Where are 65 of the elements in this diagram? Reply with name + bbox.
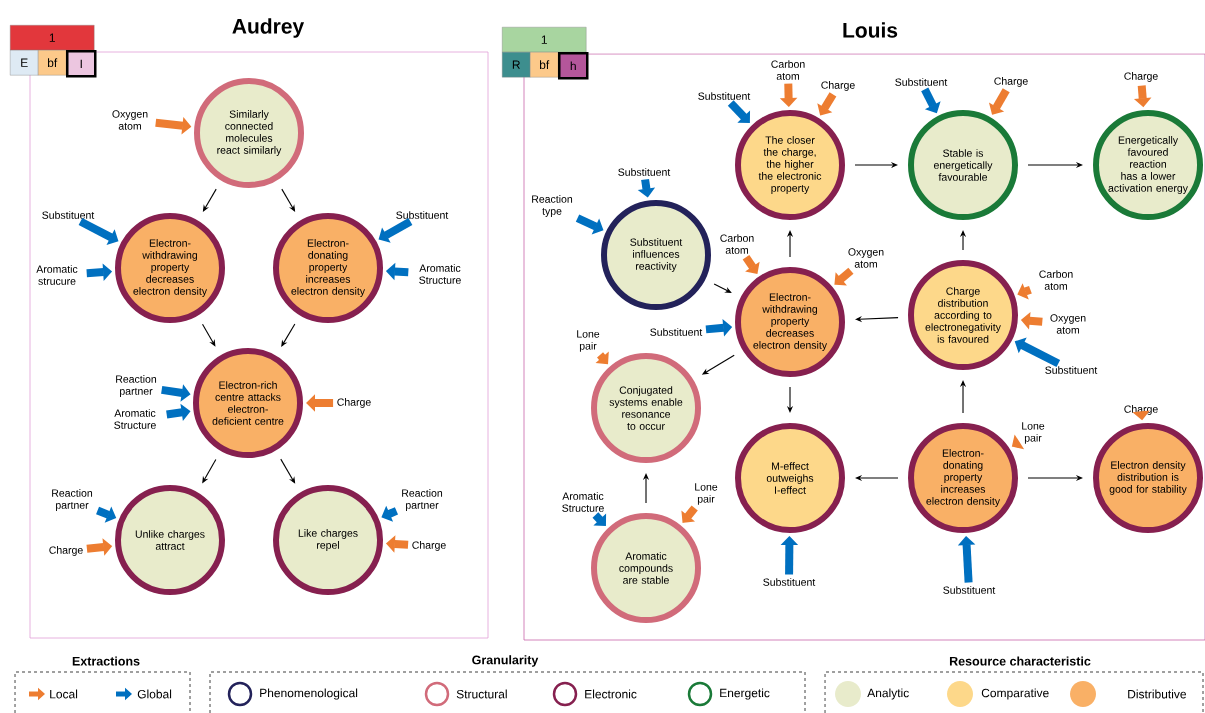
extraction-label: Substituent [42, 211, 95, 219]
extraction-label: Carbon atom [771, 60, 805, 80]
code-cell: 1 [502, 27, 587, 53]
extraction-label: Substituent [396, 211, 449, 219]
code-cell: E [10, 50, 39, 76]
extraction-label: Aromatic Structure [562, 492, 604, 512]
arrow [281, 188, 296, 212]
block-arrow [834, 267, 854, 286]
block-arrow [78, 217, 119, 245]
extraction-label: Aromatic Structure [419, 264, 461, 284]
extraction-label: Substituent [650, 328, 703, 336]
extraction-label: Reaction partner [402, 489, 443, 511]
legend-text: Electronic [585, 689, 637, 699]
arrow [201, 323, 216, 347]
extraction-label: Charge [412, 541, 446, 551]
extraction-label: Substituent [943, 586, 996, 594]
legend-text: Analytic [867, 688, 909, 700]
legend-text: Phenomenological [260, 688, 358, 700]
node-label: Audrey [232, 18, 305, 38]
extraction-label: Reaction partner [116, 375, 157, 397]
arrow [280, 458, 296, 484]
extraction-label: Substituent [763, 578, 816, 586]
extraction-label: Charge [821, 81, 855, 91]
extraction-label: Charge [337, 398, 371, 408]
extraction-label: Oxygen atom [112, 110, 148, 130]
extraction-label: Oxygen atom [1050, 314, 1086, 334]
extraction-label: Substituent [895, 78, 948, 86]
extraction-label: Lone pair [577, 330, 600, 352]
extraction-label: Aromatic Structure [114, 409, 156, 429]
code-cell: bf [38, 50, 67, 76]
block-arrow [817, 92, 837, 116]
extraction-label: Substituent [698, 92, 751, 100]
extraction-label: Substituent [618, 168, 671, 176]
extraction-label: Charge [994, 77, 1028, 87]
block-arrow [681, 505, 698, 523]
legend-heading: Extractions [72, 656, 140, 666]
extraction-label: Lone pair [695, 483, 718, 505]
extraction-label: Aromatic strucure [36, 265, 78, 285]
legend-heading: Granularity [472, 655, 539, 667]
legend-text: Energetic [720, 688, 770, 700]
extraction-label: Reaction partner [52, 489, 93, 511]
extraction-label: Carbon atom [720, 234, 754, 254]
extraction-label: Charge [49, 546, 83, 556]
block-arrow [742, 254, 760, 274]
extraction-label: Oxygen atom [848, 248, 884, 268]
node-label: Louis [843, 22, 898, 38]
legend-text: Structural [456, 689, 507, 699]
legend-heading: Resource characteristic [949, 656, 1091, 666]
legend-text: Comparative [981, 688, 1049, 700]
code-cell: R [502, 52, 531, 78]
legend-text: Global [137, 689, 172, 699]
code-cell: I [66, 50, 97, 78]
extraction-label: Reaction type [532, 195, 573, 217]
extraction-label: Carbon atom [1039, 270, 1073, 290]
block-arrow [378, 218, 413, 243]
legend-text: Local [50, 689, 78, 699]
code-cell: bf [530, 52, 559, 78]
arrow [713, 283, 732, 293]
extraction-label: Charge [1124, 72, 1158, 82]
code-cell: h [558, 52, 589, 80]
block-arrow [727, 100, 751, 124]
code-cell: 1 [10, 25, 95, 51]
extraction-label: Substituent [1045, 366, 1098, 374]
legend-text: Distributive [1128, 689, 1186, 699]
extraction-label: Lone pair [1022, 422, 1045, 444]
